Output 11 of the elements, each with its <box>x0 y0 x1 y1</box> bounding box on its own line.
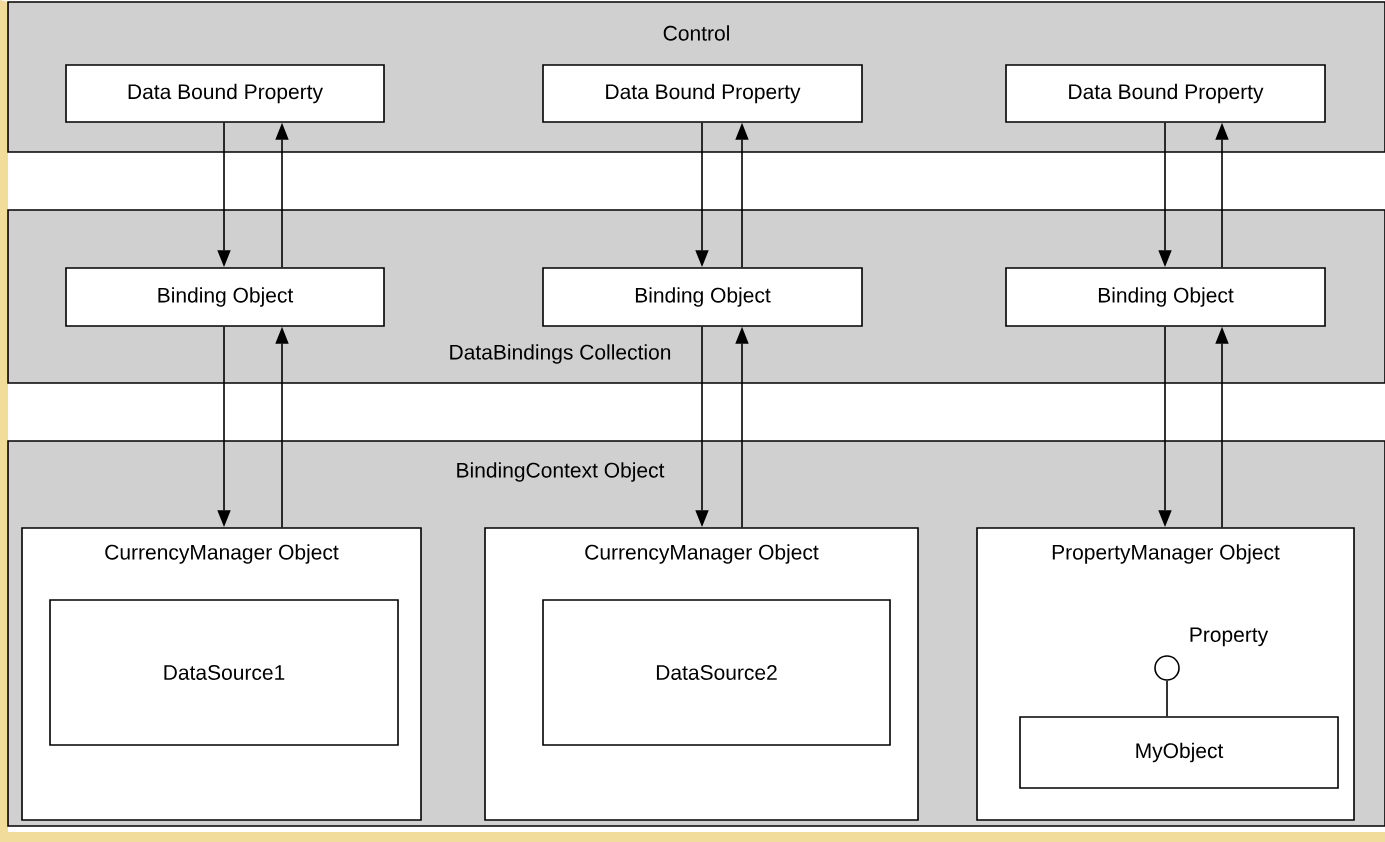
data-source-box: DataSource2 <box>542 599 891 746</box>
property-label: Property <box>1190 627 1269 647</box>
interface-circle <box>1154 655 1180 681</box>
data-source-box: DataSource1 <box>49 599 399 746</box>
property-box: Data Bound Property <box>542 64 863 123</box>
object-box: MyObject <box>1019 716 1339 789</box>
binding-box: Binding Object <box>65 267 385 327</box>
binding-box: Binding Object <box>1005 267 1326 327</box>
binding-box: Binding Object <box>542 267 863 327</box>
property-box: Data Bound Property <box>1005 64 1326 123</box>
property-box: Data Bound Property <box>65 64 385 123</box>
